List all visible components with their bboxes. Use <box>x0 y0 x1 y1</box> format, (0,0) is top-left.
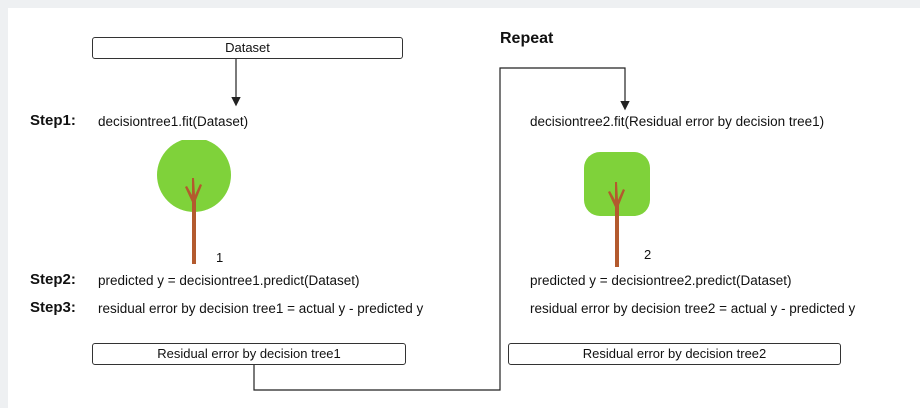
tree2-icon <box>584 152 650 267</box>
tree2-number: 2 <box>644 247 652 262</box>
repeat-label: Repeat <box>500 30 554 47</box>
step1-label: Step1: <box>30 112 76 129</box>
tree1-branches <box>185 178 202 264</box>
dataset-box: Dataset <box>92 37 403 59</box>
step2-label: Step2: <box>30 271 76 288</box>
step1-text: decisiontree1.fit(Dataset) <box>98 114 249 129</box>
step3-text: residual error by decision tree1 = actua… <box>98 301 424 316</box>
step3-label: Step3: <box>30 299 76 316</box>
tree1-number: 1 <box>216 250 224 265</box>
tree2-predict-text: predicted y = decisiontree2.predict(Data… <box>530 273 792 288</box>
tree2-residual-text: residual error by decision tree2 = actua… <box>530 301 856 316</box>
tree1-icon <box>157 140 231 264</box>
residual-tree2-box: Residual error by decision tree2 <box>508 343 841 365</box>
tree2-fit-text: decisiontree2.fit(Residual error by deci… <box>530 114 825 129</box>
repeat-loop-line <box>253 67 630 391</box>
tree2-trunk <box>608 182 625 267</box>
diagram-panel <box>8 8 920 408</box>
tree1-foliage <box>157 140 231 212</box>
residual-tree1-box: Residual error by decision tree1 <box>92 343 406 365</box>
step2-text: predicted y = decisiontree1.predict(Data… <box>98 273 360 288</box>
